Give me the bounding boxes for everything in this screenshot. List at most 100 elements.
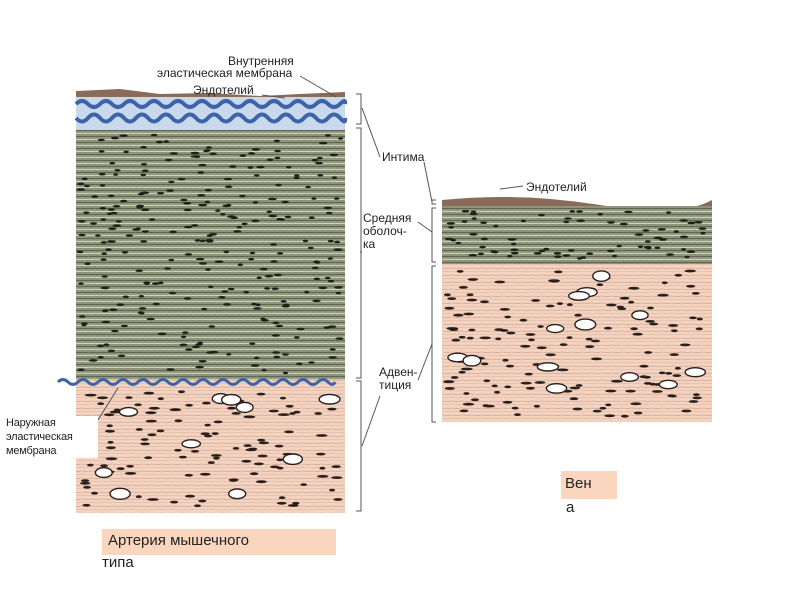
fiber-nucleus [97, 396, 108, 399]
fiber-nucleus [697, 318, 703, 321]
nucleus [146, 318, 154, 321]
external-elastic-membrane-label: Наружная эластическая мембрана [6, 416, 98, 458]
nucleus [253, 307, 262, 310]
fiber-nucleus [185, 495, 195, 498]
nucleus [472, 217, 477, 220]
fiber-nucleus [576, 384, 583, 387]
fiber-nucleus [117, 467, 125, 470]
fiber-nucleus [468, 278, 479, 281]
nucleus [272, 287, 279, 290]
fiber-nucleus [256, 480, 267, 483]
fiber-nucleus [314, 412, 322, 415]
fiber-nucleus [144, 456, 152, 459]
fiber-nucleus [145, 411, 157, 414]
nucleus [281, 201, 289, 204]
fiber-nucleus [463, 313, 474, 316]
fiber-nucleus [185, 474, 193, 477]
nucleus [209, 233, 217, 236]
nucleus [123, 151, 129, 154]
nucleus [294, 336, 300, 339]
nucleus [110, 212, 117, 215]
nucleus [680, 236, 688, 239]
nucleus [138, 193, 144, 196]
fiber-nucleus [463, 403, 475, 406]
nucleus [638, 245, 644, 248]
nucleus [101, 218, 106, 221]
nucleus [191, 224, 198, 227]
nucleus [250, 252, 255, 255]
nucleus [197, 194, 205, 197]
nucleus [205, 189, 213, 192]
nucleus [228, 288, 235, 291]
fiber-nucleus [157, 430, 165, 433]
nucleus [248, 258, 254, 261]
nucleus [201, 308, 207, 311]
fiber-nucleus [506, 365, 514, 368]
fiber-nucleus [567, 336, 573, 339]
fiber-nucleus [300, 483, 307, 486]
nucleus [90, 222, 97, 225]
nucleus [114, 169, 120, 172]
nucleus [319, 142, 327, 145]
nucleus [102, 321, 111, 324]
fiber-nucleus [244, 444, 252, 447]
nucleus [264, 287, 270, 290]
nucleus [141, 174, 147, 177]
fiber-nucleus [537, 325, 543, 328]
nucleus [101, 258, 107, 261]
nucleus [480, 221, 487, 224]
fiber-nucleus [214, 421, 223, 424]
leader-media-vein [418, 222, 432, 232]
fiber-nucleus [143, 392, 154, 395]
nucleus [620, 223, 628, 226]
fiber-nucleus [593, 410, 602, 413]
nucleus [116, 303, 124, 306]
fiber-nucleus [106, 446, 116, 449]
nucleus [142, 230, 149, 233]
nucleus [240, 154, 247, 157]
nucleus [445, 238, 453, 241]
nucleus [197, 171, 204, 174]
nucleus [226, 204, 232, 207]
nucleus [78, 282, 83, 285]
nucleus [183, 202, 191, 205]
vein-caption-line2: а [566, 497, 574, 519]
nucleus [251, 364, 259, 367]
fiber-nucleus [591, 340, 600, 343]
nucleus [469, 233, 478, 236]
fiber-nucleus [504, 386, 511, 389]
nucleus [223, 251, 229, 254]
nucleus [294, 177, 300, 180]
fiber-nucleus [693, 393, 700, 396]
nucleus [330, 154, 338, 157]
fiber-nucleus [212, 432, 219, 435]
fiber-nucleus [460, 410, 469, 413]
nucleus [304, 291, 309, 294]
fiber-nucleus [447, 297, 456, 300]
fiber-nucleus [675, 367, 681, 370]
nucleus [223, 303, 231, 306]
nucleus [612, 255, 617, 258]
fiber-nucleus [537, 346, 547, 349]
fiber-nucleus [672, 374, 681, 377]
fiber-nucleus [80, 482, 90, 485]
fiber-nucleus [81, 479, 89, 482]
nucleus [104, 343, 110, 346]
fiber-nucleus [174, 449, 182, 452]
nucleus [314, 278, 321, 281]
nucleus [324, 207, 333, 210]
fat-cell [685, 368, 705, 377]
fiber-nucleus [665, 372, 672, 375]
nucleus [305, 186, 311, 189]
nucleus [508, 238, 517, 241]
nucleus [79, 315, 86, 318]
nucleus [111, 330, 119, 333]
fiber-nucleus [459, 336, 466, 339]
adventitia-label-1: Адвен- [379, 365, 418, 379]
nucleus [332, 176, 337, 179]
vein-brackets [432, 200, 436, 422]
fiber-nucleus [667, 394, 675, 397]
fiber-nucleus [463, 392, 469, 395]
fiber-nucleus [451, 376, 459, 379]
fiber-nucleus [504, 316, 511, 319]
